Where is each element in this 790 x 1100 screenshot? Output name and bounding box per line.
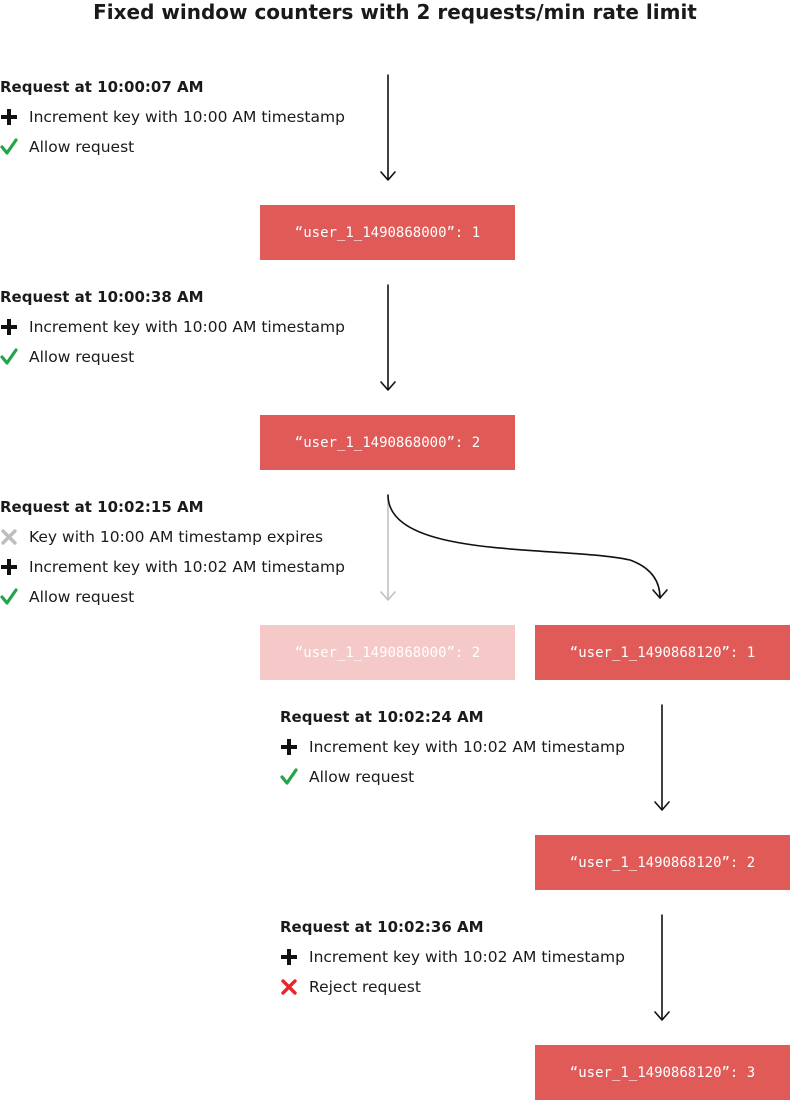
action-expire: Key with 10:00 AM timestamp expires xyxy=(0,527,345,557)
plus-icon xyxy=(280,737,298,757)
request-heading: Request at 10:02:15 AM xyxy=(0,498,204,516)
check-icon xyxy=(0,137,18,157)
action-text: Allow request xyxy=(29,348,135,366)
request-heading: Request at 10:00:07 AM xyxy=(0,78,204,96)
counter-key-box: “user_1_1490868120”: 3 xyxy=(535,1045,790,1100)
arrow-down-expired xyxy=(380,494,396,601)
action-text: Increment key with 10:00 AM timestamp xyxy=(29,108,345,126)
counter-key-box: “user_1_1490868000”: 2 xyxy=(260,415,515,470)
request-heading: Request at 10:00:38 AM xyxy=(0,288,204,306)
action-allow: Allow request xyxy=(0,587,345,617)
arrow-down-1 xyxy=(380,74,396,181)
plus-icon xyxy=(280,947,298,967)
check-icon xyxy=(0,347,18,367)
action-increment: Increment key with 10:00 AM timestamp xyxy=(0,107,345,137)
request-step-4: Request at 10:02:24 AM Increment key wit… xyxy=(280,707,625,797)
action-allow: Allow request xyxy=(0,347,345,377)
check-icon xyxy=(0,587,18,607)
action-increment: Increment key with 10:02 AM timestamp xyxy=(0,557,345,587)
action-allow: Allow request xyxy=(280,767,625,797)
action-allow: Allow request xyxy=(0,137,345,167)
arrow-down-5 xyxy=(654,914,670,1021)
counter-key-box: “user_1_1490868120”: 2 xyxy=(535,835,790,890)
request-step-2: Request at 10:00:38 AM Increment key wit… xyxy=(0,287,345,377)
arrow-down-2 xyxy=(380,284,396,391)
request-step-5: Request at 10:02:36 AM Increment key wit… xyxy=(280,917,625,1007)
plus-icon xyxy=(0,557,18,577)
request-heading: Request at 10:02:24 AM xyxy=(280,708,484,726)
action-text: Allow request xyxy=(29,588,135,606)
request-step-3: Request at 10:02:15 AM Key with 10:00 AM… xyxy=(0,497,345,617)
action-text: Allow request xyxy=(29,138,135,156)
action-text: Allow request xyxy=(309,768,415,786)
expired-key-box: “user_1_1490868000”: 2 xyxy=(260,625,515,680)
plus-icon xyxy=(0,107,18,127)
action-reject: Reject request xyxy=(280,977,625,1007)
request-step-1: Request at 10:00:07 AM Increment key wit… xyxy=(0,77,345,167)
counter-key-box: “user_1_1490868000”: 1 xyxy=(260,205,515,260)
action-increment: Increment key with 10:02 AM timestamp xyxy=(280,947,625,977)
action-increment: Increment key with 10:02 AM timestamp xyxy=(280,737,625,767)
action-text: Increment key with 10:00 AM timestamp xyxy=(29,318,345,336)
arrow-down-4 xyxy=(654,704,670,811)
action-increment: Increment key with 10:00 AM timestamp xyxy=(0,317,345,347)
action-text: Increment key with 10:02 AM timestamp xyxy=(29,558,345,576)
action-text: Increment key with 10:02 AM timestamp xyxy=(309,948,625,966)
request-heading: Request at 10:02:36 AM xyxy=(280,918,484,936)
action-text: Key with 10:00 AM timestamp expires xyxy=(29,528,324,546)
counter-key-box: “user_1_1490868120”: 1 xyxy=(535,625,790,680)
reject-x-icon xyxy=(280,977,298,997)
diagram-title: Fixed window counters with 2 requests/mi… xyxy=(93,0,697,24)
action-text: Reject request xyxy=(309,978,421,996)
check-icon xyxy=(280,767,298,787)
plus-icon xyxy=(0,317,18,337)
expire-x-icon xyxy=(0,527,18,547)
arrow-curve-new-key xyxy=(387,494,668,599)
action-text: Increment key with 10:02 AM timestamp xyxy=(309,738,625,756)
